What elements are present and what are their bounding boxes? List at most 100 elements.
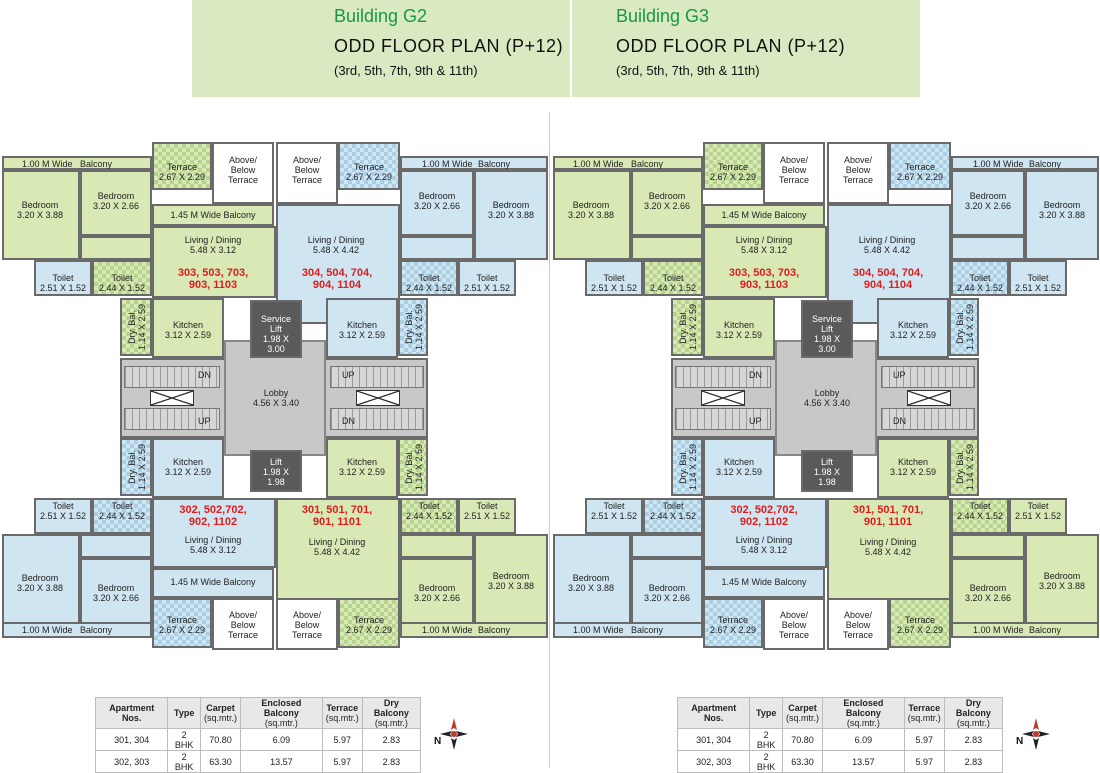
staircase-right <box>330 408 424 430</box>
kitchen-label: Kitchen <box>172 457 204 467</box>
above-below-terrace <box>827 598 889 650</box>
abt-line: Above/ <box>292 155 322 165</box>
bedroom-size: 3.20 X 2.66 <box>413 593 461 603</box>
floor-plan-g3: 1.00 M Wide Balcony Terrace 2.67 X 2.29 … <box>551 140 1100 652</box>
dry-balcony-label: Dry. Bal. <box>404 450 414 484</box>
balcony-label: Balcony <box>80 625 113 635</box>
toilet-bottom-left-1 <box>585 498 643 534</box>
bedroom-label: Bedroom <box>21 573 59 583</box>
passage-top-left <box>631 236 703 260</box>
abt-line: Below <box>230 165 256 175</box>
kitchen-label: Kitchen <box>897 457 929 467</box>
staircase-left <box>675 366 771 388</box>
toilet-top-right-2 <box>1009 260 1067 296</box>
toilet-size: 2.44 X 1.52 <box>98 283 146 293</box>
bedroom-label: Bedroom <box>1043 571 1081 581</box>
col-header: Enclosed Balcony(sq.mtr.) <box>239 697 323 729</box>
bedroom-label: Bedroom <box>418 583 456 593</box>
col-header: Terrace(sq.mtr.) <box>321 697 363 729</box>
lobby-label: Lobby <box>814 388 840 398</box>
bedroom-size: 3.20 X 3.88 <box>1038 210 1086 220</box>
plan-title: ODD FLOOR PLAN (P+12) <box>334 36 564 56</box>
terrace-size: 2.67 X 2.29 <box>345 625 393 635</box>
abt-line: Below <box>781 165 807 175</box>
bedroom-size: 3.20 X 2.66 <box>643 593 691 603</box>
bedroom-label: Bedroom <box>969 191 1007 201</box>
abt-line: Below <box>845 620 871 630</box>
kitchen-label: Kitchen <box>723 320 755 330</box>
lobby-size: 4.56 X 3.40 <box>803 398 851 408</box>
living-label: Living / Dining <box>735 235 793 245</box>
staircase-left <box>124 408 220 430</box>
col-header: Apartment Nos. <box>676 697 751 729</box>
staircase-right <box>881 366 975 388</box>
bedroom-top-left-2 <box>631 170 703 236</box>
cell: 2.83 <box>361 728 422 751</box>
dry-balcony-label: Dry. Bal. <box>678 310 688 344</box>
bedroom-bottom-left-2 <box>631 558 703 624</box>
wide-balcony-bottom-left <box>703 568 825 598</box>
wide-balcony-label: 1.45 M Wide Balcony <box>721 577 807 587</box>
terrace-label: Terrace <box>353 162 385 172</box>
unit-numbers: 304, 504, 704, <box>301 267 373 279</box>
terrace-size: 2.67 X 2.29 <box>896 625 944 635</box>
col-header: Dry Balcony(sq.mtr.) <box>943 697 1004 729</box>
staircase-right <box>330 366 424 388</box>
service-lift-size: 3.00 <box>818 344 836 354</box>
terrace-label: Terrace <box>717 615 749 625</box>
dry-balcony-label: Dry. Bal. <box>404 310 414 344</box>
building-title: Building G3 <box>616 6 710 26</box>
passage-bottom-right <box>951 534 1025 558</box>
bedroom-top-right-2 <box>474 170 548 260</box>
kitchen-top-right <box>326 298 398 358</box>
stair-up: UP <box>893 370 906 380</box>
abt-line: Terrace <box>842 175 874 185</box>
bedroom-bottom-right-2 <box>1025 534 1099 624</box>
toilet-bottom-right-2 <box>458 498 516 534</box>
toilet-size: 2.44 X 1.52 <box>956 283 1004 293</box>
abt-line: Below <box>230 620 256 630</box>
unit-numbers: 904, 1104 <box>863 279 913 291</box>
area-table-g3: Apartment Nos. Type Carpet(sq.mtr.) Encl… <box>676 697 1004 773</box>
living-label: Living / Dining <box>184 535 242 545</box>
living-size: 5.48 X 4.42 <box>864 547 912 557</box>
kitchen-size: 3.12 X 2.59 <box>889 330 937 340</box>
toilet-label: Toilet <box>662 273 684 283</box>
bedroom-label: Bedroom <box>572 573 610 583</box>
area-table-g2: Apartment Nos. Type Carpet(sq.mtr.) Encl… <box>94 697 422 773</box>
balcony-label: Balcony <box>80 159 113 169</box>
unit-numbers: 301, 501, 701, <box>852 504 924 516</box>
above-below-terrace <box>827 142 889 204</box>
lift <box>250 450 302 492</box>
cell: 13.57 <box>821 750 905 773</box>
lift-size: 1.98 <box>267 477 285 487</box>
terrace-size: 2.67 X 2.29 <box>709 625 757 635</box>
toilet-size: 2.51 X 1.52 <box>590 511 638 521</box>
lift-size: 1.98 X <box>262 467 290 477</box>
cell: 6.09 <box>239 728 323 751</box>
bedroom-bottom-left-2 <box>80 558 152 624</box>
bedroom-size: 3.20 X 3.88 <box>487 210 535 220</box>
terrace-top-left <box>152 142 212 190</box>
abt-line: Terrace <box>227 630 259 640</box>
wide-balcony-top-left <box>703 204 825 226</box>
plan-floors: (3rd, 5th, 7th, 9th & 11th) <box>616 63 760 78</box>
bedroom-label: Bedroom <box>969 583 1007 593</box>
terrace-top-left <box>703 142 763 190</box>
compass-north-label: N <box>1016 736 1024 747</box>
bedroom-label: Bedroom <box>648 583 686 593</box>
bedroom-top-left-2 <box>80 170 152 236</box>
terrace-label: Terrace <box>904 162 936 172</box>
col-header: Terrace(sq.mtr.) <box>903 697 945 729</box>
toilet-top-right-1 <box>951 260 1009 296</box>
lift-size: 1.98 X <box>813 467 841 477</box>
unit-numbers: 303, 503, 703, <box>177 267 249 279</box>
dry-balcony-size: 1.14 X 2.59 <box>414 443 424 491</box>
above-below-terrace <box>763 598 825 650</box>
lobby-area <box>775 340 877 456</box>
above-below-terrace <box>276 142 338 204</box>
dry-balcony-top-left <box>671 298 703 356</box>
stair-dn: DN <box>749 370 762 380</box>
table-header-row: Apartment Nos. Type Carpet(sq.mtr.) Encl… <box>676 697 1004 729</box>
balcony-label: 1.00 M Wide <box>422 159 473 169</box>
